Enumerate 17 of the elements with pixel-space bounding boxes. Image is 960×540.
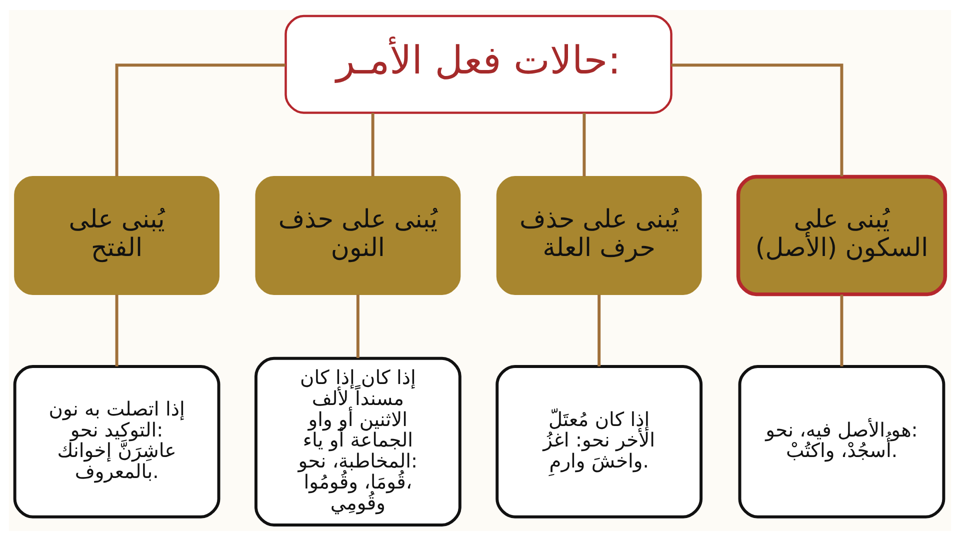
connector	[115, 63, 286, 176]
node-box: يُبنى على حذف حرف العلة	[496, 175, 702, 295]
connector	[598, 294, 601, 366]
connector	[671, 63, 844, 176]
node-box: إذا اتصلت به نون التوكيد نحو: عاشِرَنَّ إخوانك بالمعروف.	[13, 364, 220, 518]
node-box: يُبنى على السكون (الأصل)	[736, 174, 948, 296]
node-box: يُبنى على حذف النون	[255, 175, 461, 295]
node-box: هو الأصل فيه، نحو: أُسجُدْ، واكتُبْ.	[738, 364, 946, 518]
connector	[840, 294, 844, 366]
connector	[115, 294, 118, 366]
node-box: يُبنى على الفتح	[14, 175, 220, 295]
node-box: إذا كان مُعتَلّ الأخر نحو: اغزُ واخشَ وارمِ.	[496, 364, 703, 518]
connector	[356, 294, 360, 358]
connector	[371, 112, 374, 176]
connector	[582, 112, 586, 176]
node-box: حالات فعل الأمـر:	[284, 14, 672, 114]
node-box: إذا كان إذا كان مسنداً لألف الاثنين أو واو الجماعة أو ياء المخاطبة، نحو: قُومَا، وقُومُوا، وقُومِي	[254, 356, 462, 526]
